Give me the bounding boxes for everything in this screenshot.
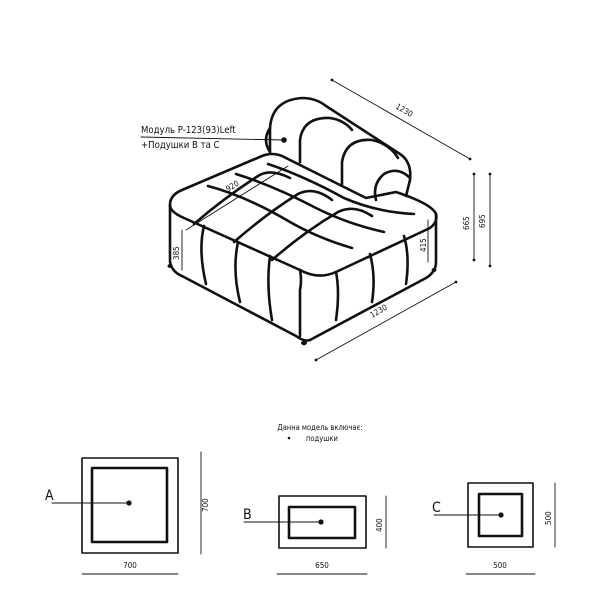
- sofa-dimension-lines: [181, 78, 492, 362]
- cushion-b-letter: B: [243, 507, 252, 523]
- seat-tuft-col-2: [234, 172, 386, 234]
- cushion-c-letter: C: [432, 500, 441, 516]
- cushion-a-height: 700: [201, 498, 210, 512]
- cushion-a-drawing: [51, 451, 202, 575]
- front-right-tuft-3: [402, 234, 409, 286]
- sofa-module-drawing: [140, 96, 438, 346]
- backrest-cushion-right: [340, 138, 400, 186]
- includes-item: подушки: [306, 434, 338, 443]
- dim-front-width: 1230: [369, 303, 390, 320]
- seat-tuft-row-2: [232, 189, 334, 244]
- backrest-cushion-left: [298, 116, 354, 164]
- cushion-c-height: 500: [544, 511, 553, 525]
- dim-seat-depth: 920: [224, 179, 241, 194]
- seat-tuft-col-3: [266, 162, 416, 216]
- cushion-c-width: 500: [493, 561, 507, 570]
- backrest-right-end: [373, 169, 412, 202]
- front-left-tuft-2: [234, 240, 242, 304]
- module-label-line2: +Подушки B та C: [141, 140, 220, 151]
- seat-tuft-row-3: [270, 207, 374, 262]
- cushion-b-height: 400: [375, 518, 384, 532]
- dim-height-outer: 695: [478, 214, 487, 228]
- cushion-b-drawing: [243, 495, 387, 575]
- sofa-front-corner: [298, 268, 303, 338]
- cushion-c-drawing: [433, 482, 556, 575]
- front-right-tuft-2: [368, 252, 375, 304]
- cushion-b-width: 650: [315, 561, 329, 570]
- dim-height-inner: 665: [462, 216, 471, 230]
- seat-tuft-row-1: [192, 171, 292, 226]
- dim-top-depth: 1230: [394, 102, 415, 119]
- sofa-foot-right: [431, 268, 437, 272]
- dim-arm-height: 415: [419, 238, 428, 252]
- seat-tuft-col-1: [206, 184, 354, 250]
- sofa-foot-left: [167, 264, 173, 268]
- cushion-a-width: 700: [123, 561, 137, 570]
- module-label-line1: Модуль P-123(93)Left: [141, 125, 236, 136]
- sofa-front-left-face: [168, 203, 312, 342]
- includes-title: Данна модель включає:: [277, 423, 362, 432]
- front-right-tuft-1: [334, 270, 340, 322]
- cushion-a-letter: A: [45, 488, 54, 504]
- front-left-tuft-1: [200, 224, 208, 286]
- sofa-foot-front: [301, 340, 307, 346]
- sofa-backrest-outline: [268, 96, 412, 198]
- includes-bullet: [287, 436, 291, 440]
- dim-seat-height: 385: [172, 246, 181, 260]
- module-leader-line: [140, 136, 285, 141]
- front-left-tuft-3: [267, 254, 274, 322]
